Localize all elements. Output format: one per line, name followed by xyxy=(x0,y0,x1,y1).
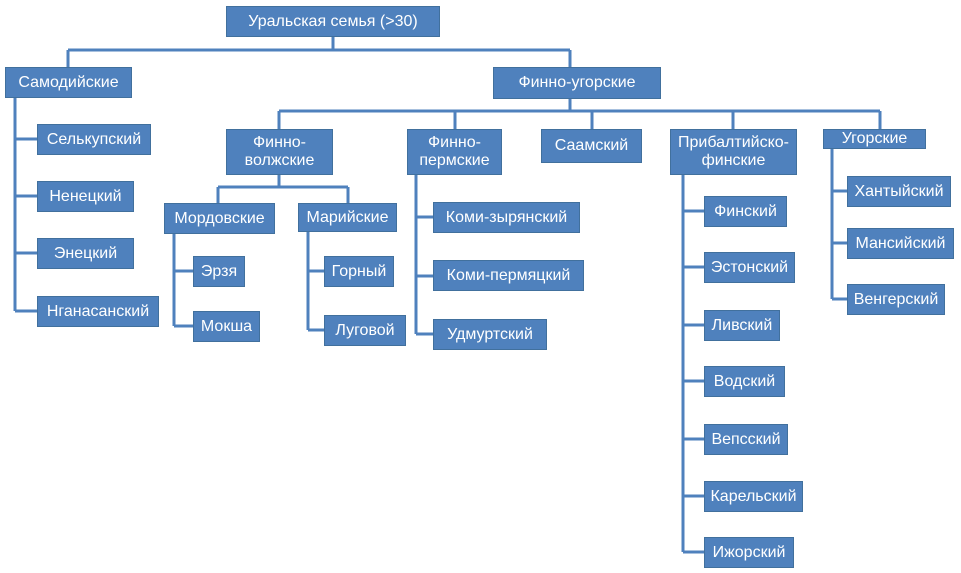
node-finno-volgaic: Финно- волжские xyxy=(226,129,333,175)
node-izhorian: Ижорский xyxy=(704,537,794,568)
node-nganasan: Нганасанский xyxy=(37,296,159,327)
node-finnish: Финский xyxy=(704,196,787,227)
node-sami: Саамский xyxy=(541,129,642,163)
node-baltic-finnic: Прибалтийско- финские xyxy=(670,129,797,175)
node-karelian: Карельский xyxy=(704,481,803,512)
node-mari: Марийские xyxy=(298,203,397,232)
node-enets: Энецкий xyxy=(37,238,134,269)
node-komi-zyrian: Коми-зырянский xyxy=(433,202,580,233)
node-meadow-mari: Луговой xyxy=(324,315,406,346)
node-uralic-family: Уральская семья (>30) xyxy=(226,6,440,37)
node-mordvinic: Мордовские xyxy=(164,203,275,234)
node-moksha: Мокша xyxy=(193,311,260,342)
node-finno-permic: Финно- пермские xyxy=(407,129,502,175)
node-finno-ugric: Финно-угорские xyxy=(493,67,661,99)
node-hungarian: Венгерский xyxy=(847,284,945,315)
node-udmurt: Удмуртский xyxy=(433,319,547,350)
node-estonian: Эстонский xyxy=(704,252,795,283)
node-khanty: Хантыйский xyxy=(847,176,951,207)
node-livonian: Ливский xyxy=(704,310,780,341)
node-selkup: Селькупский xyxy=(37,124,151,155)
node-samoyedic: Самодийские xyxy=(5,67,132,98)
node-votic: Водский xyxy=(704,366,785,397)
node-mansi: Мансийский xyxy=(847,228,954,259)
node-veps: Вепсский xyxy=(704,424,788,455)
node-ugric: Угорские xyxy=(823,129,926,149)
node-hill-mari: Горный xyxy=(324,256,394,287)
node-komi-permyak: Коми-пермяцкий xyxy=(433,260,584,291)
node-nenets: Ненецкий xyxy=(37,181,134,212)
node-erzya: Эрзя xyxy=(193,256,245,287)
